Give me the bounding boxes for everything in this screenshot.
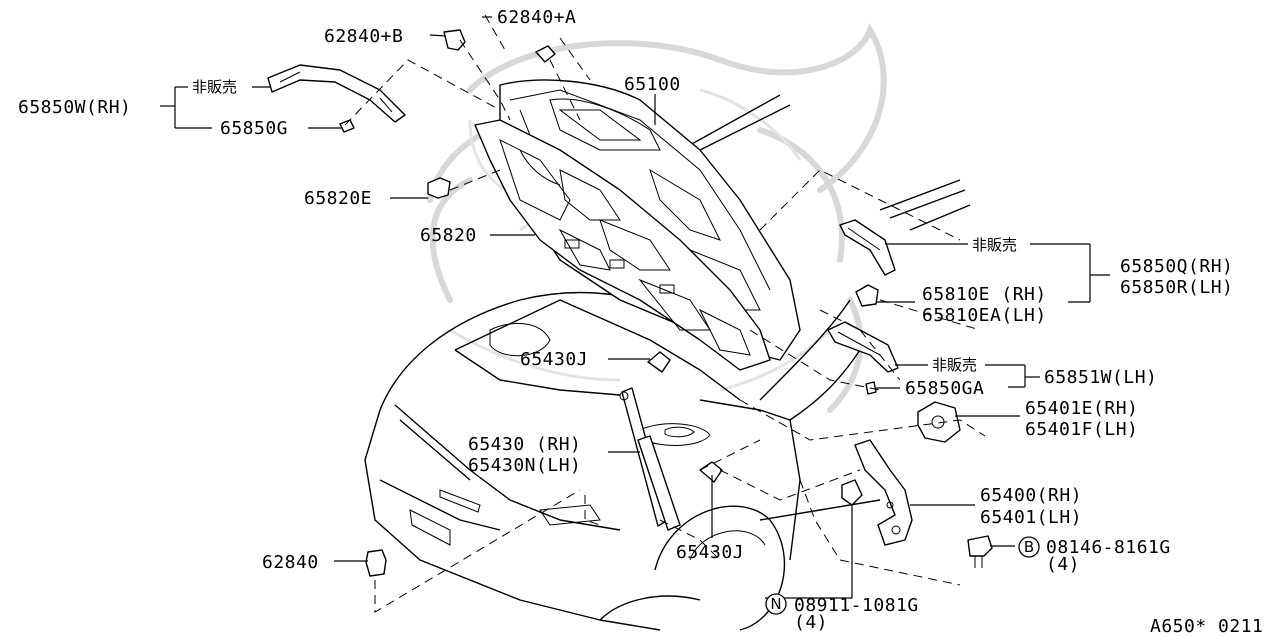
label-65850q: 65850Q(RH): [1120, 256, 1233, 277]
clip-62840a-icon: [535, 45, 556, 63]
stopper-62840-icon: [365, 549, 387, 577]
label-65850w: 65850W(RH): [18, 97, 131, 118]
clip-65820e-icon: [427, 177, 451, 199]
label-65430j-top: 65430J: [520, 349, 588, 370]
hood-lock: [917, 401, 961, 443]
bolt-marker: [1018, 536, 1040, 558]
label-65401: 65401(LH): [980, 507, 1082, 528]
clip-65850g-icon: [339, 119, 355, 133]
clip-62840b-icon: [443, 29, 466, 51]
bumper-65430j-bot-icon: [699, 461, 723, 483]
label-qty-bolt: (4): [1046, 554, 1080, 575]
nut-marker-letter: N: [770, 595, 781, 613]
nut-marker: [765, 593, 787, 615]
clip-65810e-icon: [855, 284, 879, 307]
label-65400: 65400(RH): [980, 485, 1082, 506]
label-62840a: 62840+A: [497, 7, 576, 28]
reference-code: A650* 0211: [1150, 616, 1263, 637]
nut-icon: [841, 479, 863, 506]
circled-markers: B N: [765, 536, 1040, 615]
label-62840: 62840: [262, 552, 319, 573]
leader-lines: [160, 16, 1110, 599]
bolt-marker-letter: B: [1024, 538, 1034, 556]
dashed-lines: [344, 14, 986, 613]
label-65820e: 65820E: [304, 188, 372, 209]
bumper-65430j-top-icon: [647, 351, 671, 373]
label-nonsale-2: 非販売: [972, 236, 1017, 254]
label-65810e: 65810E (RH): [922, 284, 1047, 305]
label-65850g: 65850G: [220, 118, 288, 139]
label-qty-nut: (4): [794, 612, 828, 633]
seal-65850q: [839, 219, 896, 276]
bolt-icon: [967, 535, 993, 557]
label-65820: 65820: [420, 225, 477, 246]
label-65401f: 65401F(LH): [1025, 419, 1138, 440]
car-body: [364, 94, 971, 631]
seal-65850w: [267, 64, 406, 123]
hood-hinge: [841, 439, 993, 568]
label-65430n: 65430N(LH): [468, 455, 581, 476]
label-08911: 08911-1081G: [794, 595, 919, 616]
label-65430: 65430 (RH): [468, 434, 581, 455]
label-65851w: 65851W(LH): [1044, 367, 1157, 388]
label-nonsale-3: 非販売: [932, 356, 977, 374]
label-65850ga: 65850GA: [905, 378, 984, 399]
label-65100: 65100: [624, 74, 681, 95]
label-65810ea: 65810EA(LH): [922, 305, 1047, 326]
label-nonsale-1: 非販売: [192, 78, 237, 96]
label-08146: 08146-8161G: [1046, 537, 1171, 558]
label-65401e: 65401E(RH): [1025, 398, 1138, 419]
label-62840b: 62840+B: [324, 26, 403, 47]
label-65430j-bottom: 65430J: [676, 542, 744, 563]
seal-65851w: [827, 321, 899, 373]
clips: [339, 29, 879, 577]
part-labels: 62840+B 62840+A 65100 65850W(RH) 非販売 658…: [18, 7, 1263, 637]
gas-stay: [619, 387, 681, 531]
label-65850r: 65850R(LH): [1120, 277, 1233, 298]
hood-insulator: [474, 119, 771, 371]
